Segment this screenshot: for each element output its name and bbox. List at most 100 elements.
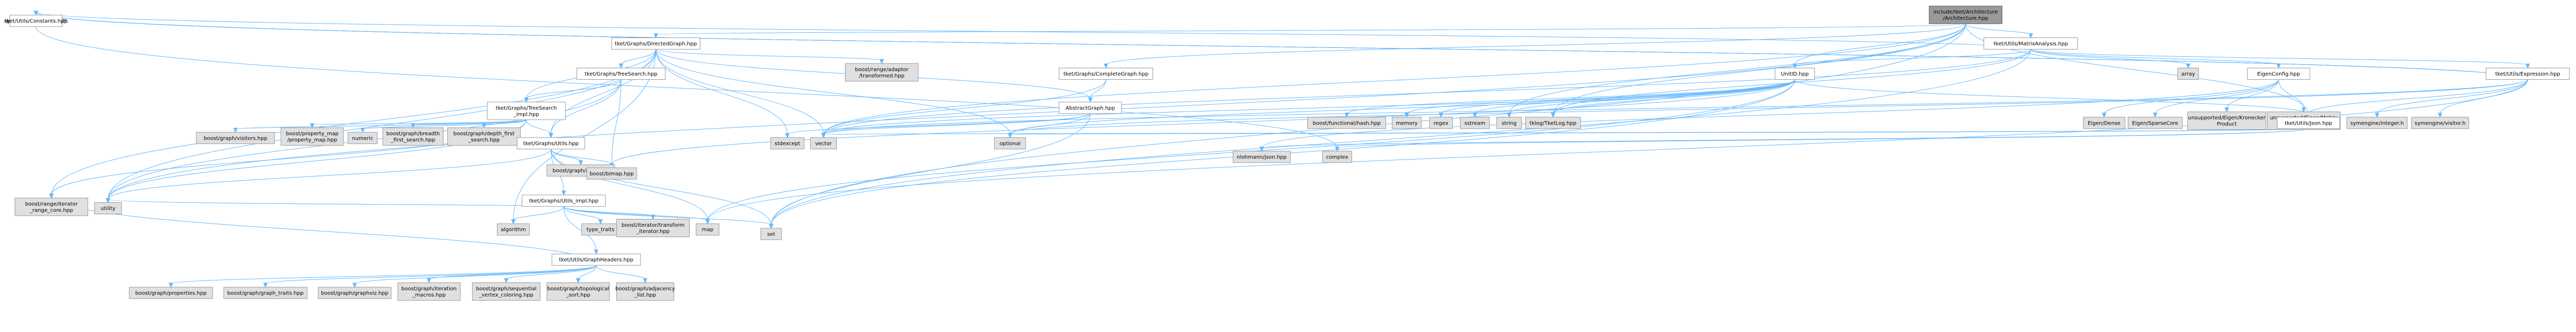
node-ed: Eigen/Dense [2083,117,2125,129]
node-bfh: boost/functional/hash.hpp [1307,117,1386,129]
node-tsi[interactable]: tket/Graphs/TreeSearch_impl.hpp [487,102,566,120]
node-label: regex [1433,120,1448,126]
node-label: EigenConfig.hpp [2257,71,2300,77]
edge-ts-to-tsi [524,79,622,103]
node-label: type_traits [587,227,614,233]
edge-expr-to-syx [33,10,2528,80]
node-label: boost/bimap.hpp [590,171,634,177]
node-bal: boost/graph/adjacency_list.hpp [615,282,675,301]
edge-gui-to-set [563,206,774,229]
node-label: map [702,227,713,233]
edge-expr-to-syi [2374,79,2528,118]
edge-tsi-to-bpm [309,119,527,129]
node-label: string [1502,120,1517,126]
edge-cg-to-ag [1088,79,1107,103]
node-root[interactable]: include/tket/Architecture/Architecture.h… [1929,6,2003,24]
edge-uid-to-rgx [1439,79,1795,118]
node-es: Eigen/SparseCore [2127,117,2183,129]
node-label: algorithm [501,227,526,233]
node-expr[interactable]: tket/Utils/Expression.hpp [2485,68,2570,80]
node-label: include/tket/Architecture [1934,9,1998,15]
edge-gui-to-gh [563,206,599,255]
edge-dg-to-ts [618,49,657,69]
node-label: Product [2217,121,2237,127]
edge-gu-to-util [106,149,551,203]
node-ag[interactable]: AbstractGraph.hpp [1059,102,1122,114]
edge-tsi-to-gu [526,119,553,139]
node-label: boost/range/adaptor [855,67,909,72]
edge-expr-to-sye [33,10,2528,80]
node-ma[interactable]: tket/Utils/MatrixAnalysis.hpp [1984,38,2078,50]
node-label: /property_map.hpp [287,138,337,143]
edge-expr-to-json [2306,79,2528,118]
node-bgp: boost/graph/properties.hpp [129,287,213,299]
edge-gu-to-map [550,149,710,225]
edge-gh-to-bal [596,265,648,284]
node-nlj: nlohmann/json.hpp [1233,151,1291,163]
edge-ma-to-uid [1792,49,2032,69]
node-gui[interactable]: tket/Graphs/Utils_impl.hpp [522,194,606,207]
node-const[interactable]: tket/Utils/Constants.hpp [5,15,68,27]
node-label: boost/range/iterator [25,201,78,207]
node-label: _macros.hpp [412,292,446,298]
node-rgx: regex [1429,117,1453,129]
node-label: unsupported/Eigen/Kronecker [2188,115,2266,121]
node-label: boost/functional/hash.hpp [1312,120,1380,126]
node-bsq: boost/graph/sequential_vertex_coloring.h… [472,282,541,301]
node-gh[interactable]: tket/Utils/GraphHeaders.hpp [551,253,641,266]
node-label: vector [815,141,833,146]
edge-dg-to-util [106,49,657,203]
edge-ma-to-ec [2030,49,2281,69]
node-ra: boost/range/adaptor/transformed.hpp [845,63,919,82]
node-set: set [760,228,782,240]
node-label: tket/Graphs/Utils_impl.hpp [529,199,599,204]
node-label: _iterator.hpp [636,229,670,235]
edges-layer [33,10,2530,288]
node-num: numeric [348,132,378,144]
node-uid[interactable]: UnitID.hpp [1775,68,1815,80]
node-label: boost/graph/iteration [401,286,456,292]
node-label: _vertex_coloring.hpp [478,292,533,298]
node-tlog: tklog/TketLog.hpp [1525,117,1581,129]
edge-dg-to-sexc [655,49,790,139]
node-label: complex [1326,155,1348,161]
node-sst: sstream [1460,117,1490,129]
node-json[interactable]: tket/Utils/Json.hpp [2277,117,2340,129]
node-label: Eigen/SparseCore [2132,120,2178,126]
node-label: tket/Graphs/Utils.hpp [523,141,578,146]
node-gu[interactable]: tket/Graphs/Utils.hpp [516,137,585,150]
node-dg[interactable]: tket/Graphs/DirectedGraph.hpp [611,38,701,50]
node-label: boost/graph/copy.hpp [552,168,609,174]
node-cg[interactable]: tket/Graphs/CompleteGraph.hpp [1059,68,1154,80]
node-bgt: boost/graph/graph_traits.hpp [223,287,307,299]
node-label: symengine/integer.h [2350,120,2404,126]
edge-gh-to-bgt [263,265,597,288]
edge-gh-to-bgi [427,265,597,284]
node-label: memory [1396,120,1418,126]
node-ts[interactable]: tket/Graphs/TreeSearch.hpp [576,68,666,80]
node-syv: symengine/visitor.h [2411,117,2469,129]
node-label: /Architecture.hpp [1943,16,1988,21]
node-label: tket/Utils/Json.hpp [2285,120,2332,126]
edge-ts-to-bbm [609,79,622,169]
node-label: boost/graph/adjacency [615,286,675,292]
node-label: boost/iterator/transform [622,223,685,228]
node-algo: algorithm [497,223,530,236]
edge-gui-to-util [106,198,564,207]
node-label: _impl.hpp [513,112,539,117]
node-label: tklog/TketLog.hpp [1530,120,1577,126]
edge-gui-to-algo [511,206,564,225]
node-label: _range_core.hpp [29,207,73,213]
node-label: boost/property_map [286,131,339,137]
node-label: utility [101,206,116,212]
node-str: string [1496,117,1522,129]
node-ec[interactable]: EigenConfig.hpp [2247,68,2310,80]
edge-root-to-dg [653,23,1966,39]
edge-root-to-ma [1965,23,2033,39]
node-cplx: complex [1322,151,1352,163]
node-label: boost/graph/graph_traits.hpp [227,291,303,297]
edge-gui-to-bit [563,206,655,220]
edge-expr-to-map [705,79,2528,225]
